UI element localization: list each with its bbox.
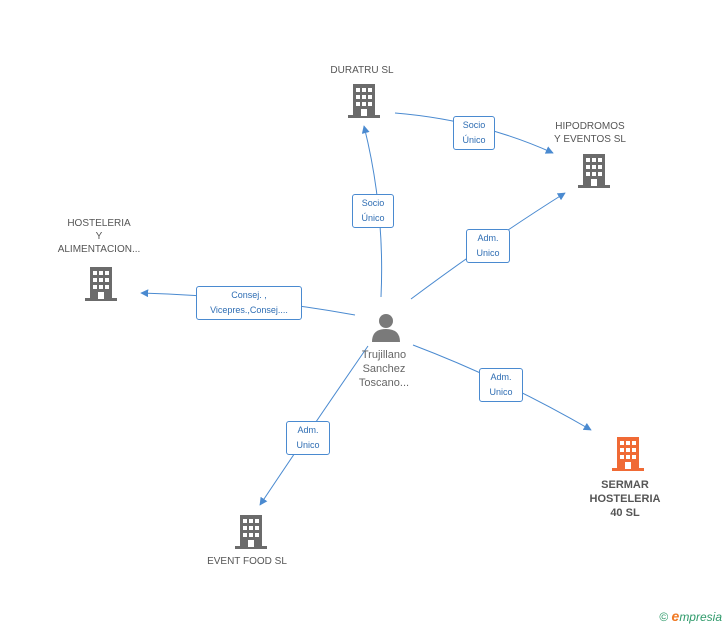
brand-footer[interactable]: © empresia <box>659 608 722 624</box>
building-icon[interactable] <box>235 515 267 549</box>
node-label-line: Trujillano <box>361 349 407 361</box>
node-label-sermar[interactable]: SERMAR HOSTELERIA 40 SL <box>575 478 675 520</box>
edge-label-duratru-hipodromos[interactable]: Socio Único <box>453 116 495 150</box>
building-icon-highlighted[interactable] <box>612 437 644 471</box>
brand-logo-initial: e <box>671 608 680 624</box>
node-label-line: 40 SL <box>610 507 640 519</box>
building-icon[interactable] <box>348 84 380 118</box>
edge-label-person-duratru[interactable]: Socio Único <box>352 194 394 228</box>
node-label-line: HOSTELERIA <box>589 493 661 505</box>
node-label-hosteleria[interactable]: HOSTELERIA Y ALIMENTACION... <box>44 217 154 256</box>
edge-label-line: Socio <box>361 198 385 208</box>
node-label-hipodromos[interactable]: HIPODROMOS Y EVENTOS SL <box>535 120 645 146</box>
edge-label-person-hosteleria[interactable]: Consej. , Vicepres.,Consej.... <box>196 286 302 320</box>
edge-label-line: Adm. <box>297 425 319 435</box>
node-label-duratru[interactable]: DURATRU SL <box>330 65 394 76</box>
edge-label-line: Consej. , <box>231 290 267 300</box>
edge-label-line: Adm. <box>477 233 499 243</box>
node-label-line: Y <box>95 231 103 242</box>
edge-label-line: Unico <box>476 248 500 258</box>
node-label-line: ALIMENTACION... <box>57 244 141 255</box>
node-label-eventfood[interactable]: EVENT FOOD SL <box>207 556 287 567</box>
edge-label-person-hipodromos[interactable]: Adm. Unico <box>466 229 510 263</box>
building-icon[interactable] <box>85 267 117 301</box>
node-label-line: Sanchez <box>362 363 406 375</box>
node-label-line: Y EVENTOS SL <box>554 134 626 145</box>
building-icon[interactable] <box>578 154 610 188</box>
node-label-line: SERMAR <box>601 479 649 491</box>
node-label-line: HIPODROMOS <box>555 121 625 132</box>
edge-label-person-eventfood[interactable]: Adm. Unico <box>286 421 330 455</box>
edge-label-line: Socio <box>462 120 486 130</box>
brand-logo-text: mpresia <box>679 610 722 624</box>
edge-label-line: Unico <box>296 440 320 450</box>
edge-label-line: Vicepres.,Consej.... <box>210 305 288 315</box>
copyright-icon: © <box>659 610 669 624</box>
edge-label-line: Adm. <box>490 372 512 382</box>
edge-label-line: Único <box>462 135 486 145</box>
person-icon[interactable] <box>371 312 401 342</box>
node-label-person[interactable]: Trujillano Sanchez Toscano... <box>336 348 432 390</box>
edge-label-line: Único <box>361 213 385 223</box>
edge-label-person-sermar[interactable]: Adm. Unico <box>479 368 523 402</box>
node-label-line: HOSTELERIA <box>67 218 131 229</box>
edge-label-line: Unico <box>489 387 513 397</box>
node-label-line: Toscano... <box>358 377 410 389</box>
